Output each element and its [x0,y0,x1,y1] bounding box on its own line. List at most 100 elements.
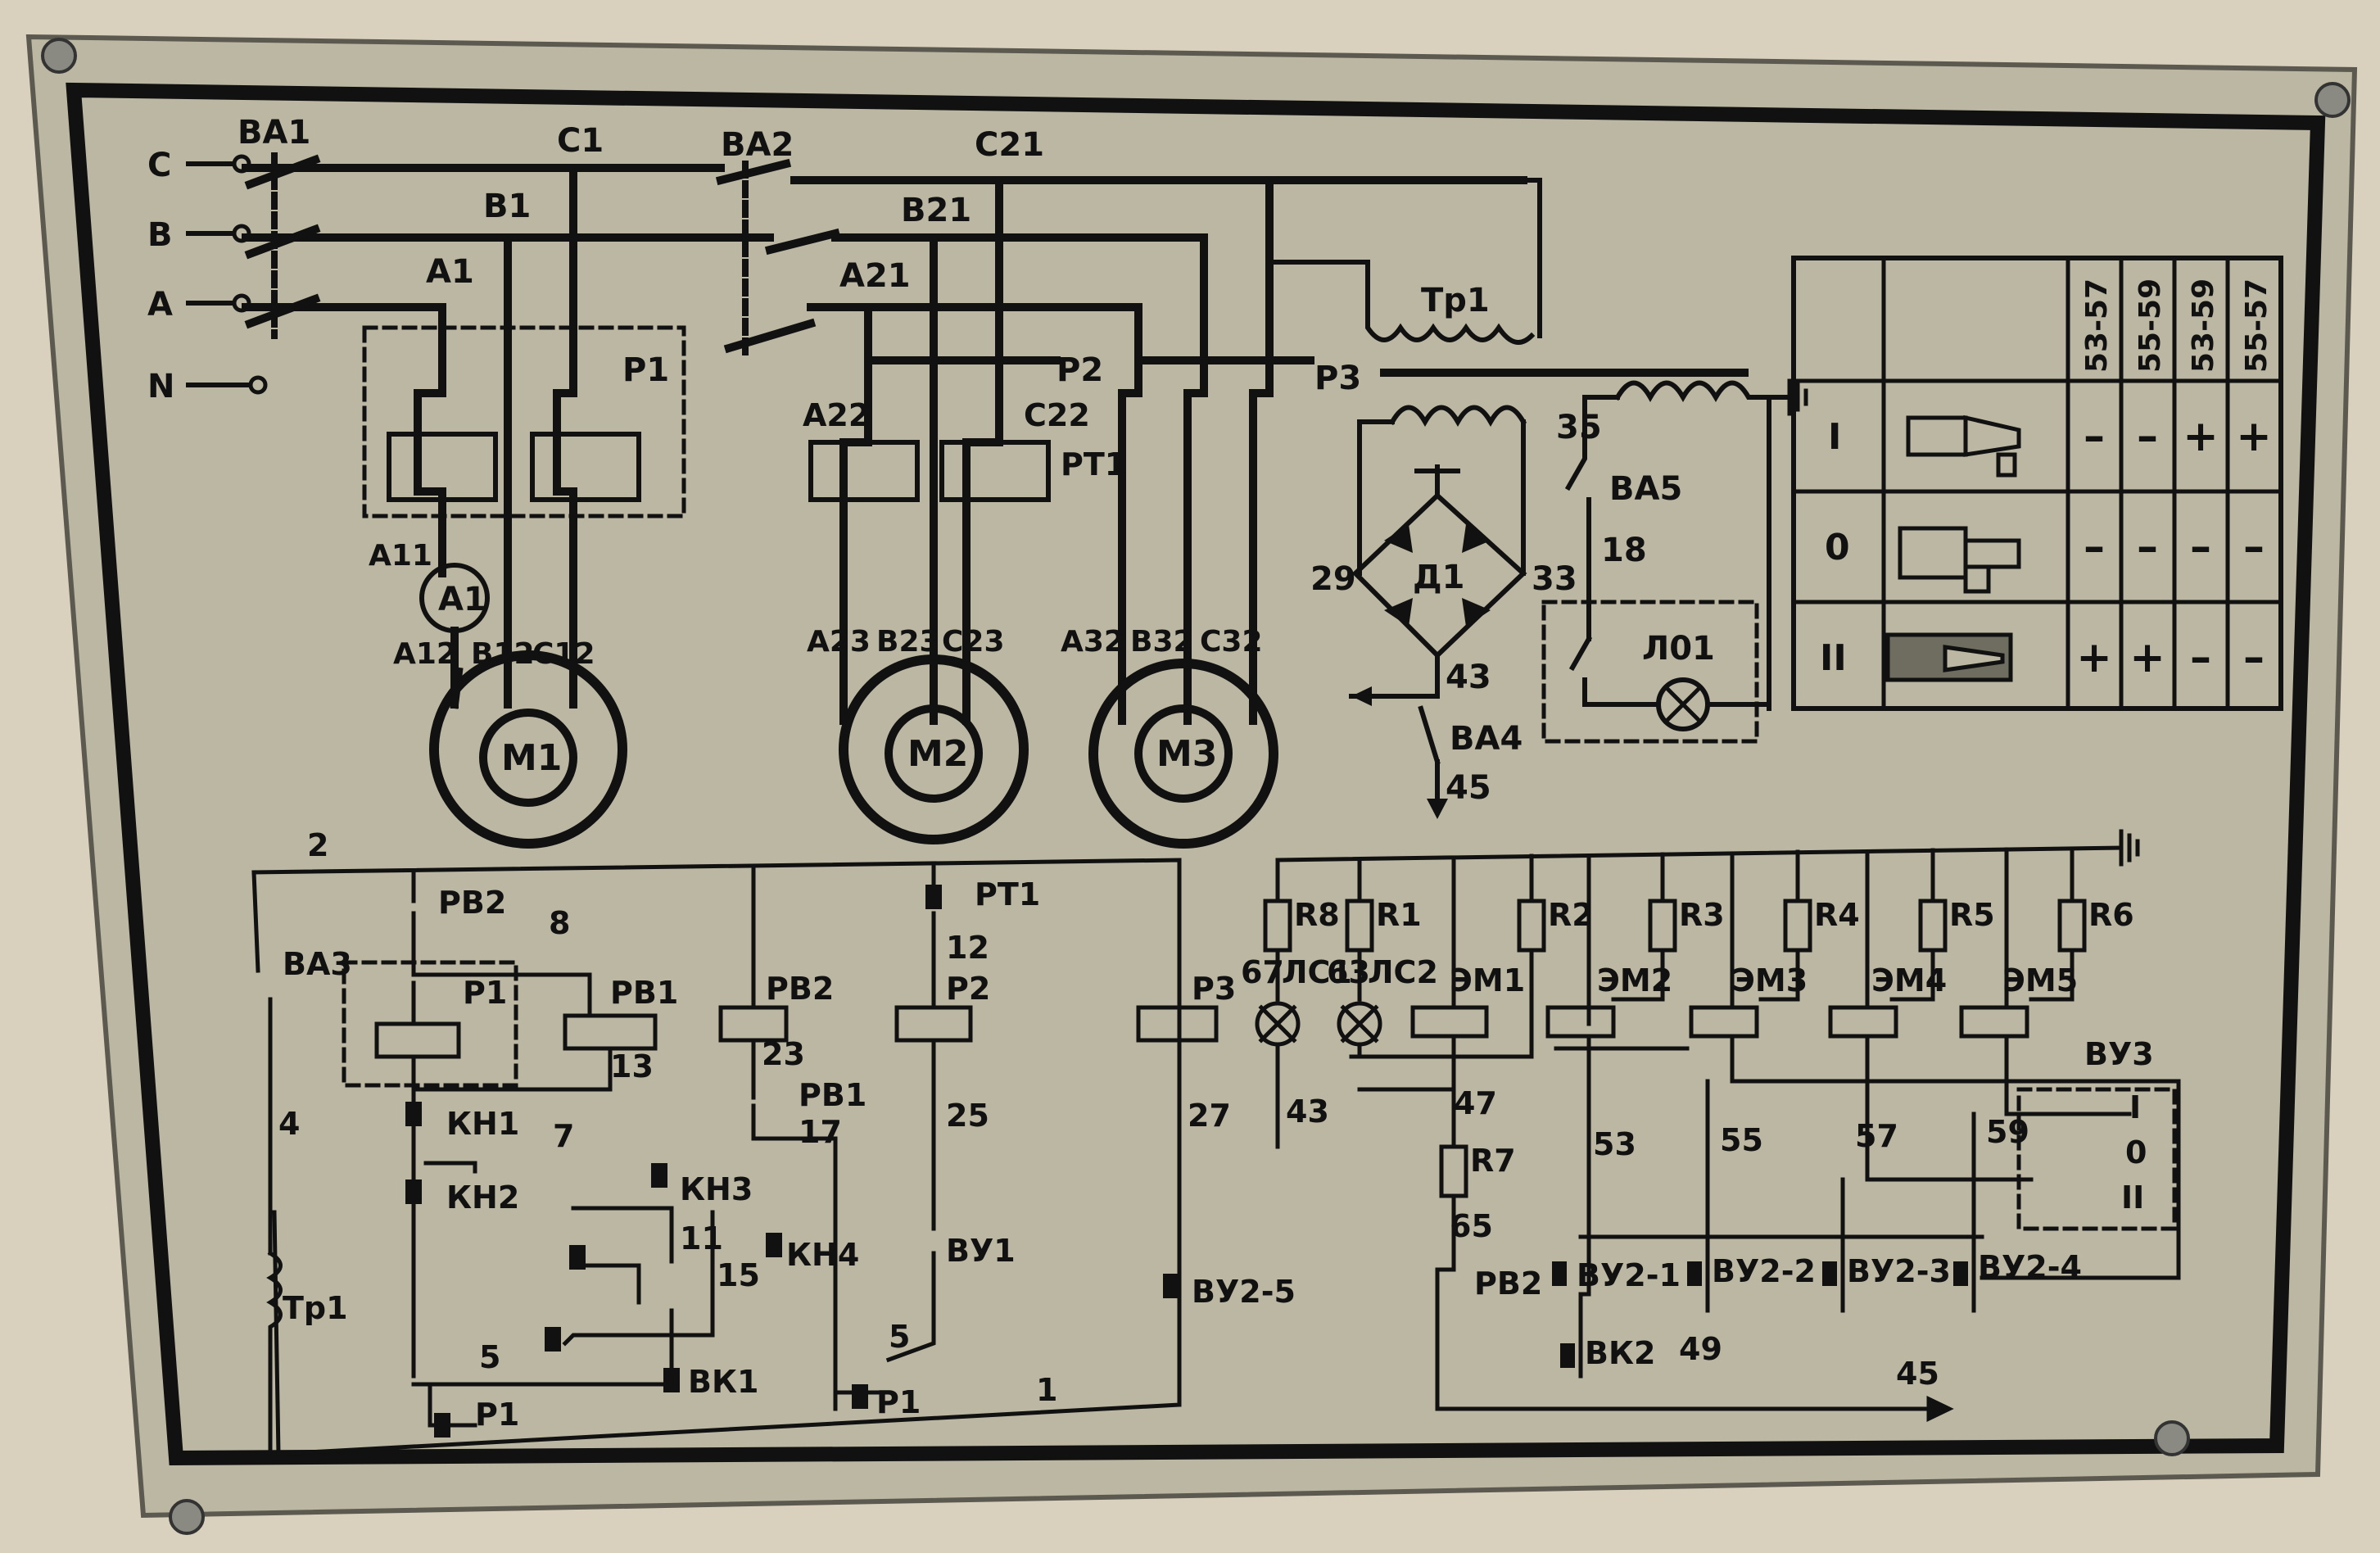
wire-label: 5 [889,1319,910,1355]
motor-m1-label: M1 [501,737,562,779]
node-45-label: 45 [1446,769,1491,807]
wire-label: 2 [307,827,328,863]
wire-label: 45 [1896,1356,1939,1392]
lamp-ls1-label: ЛС1 [1282,954,1352,990]
switch-ba5-label: ВА5 [1609,470,1682,508]
wire-label: 1 [1036,1372,1057,1408]
lead-b12-label: B12 [471,637,535,671]
wire-label: 25 [946,1098,989,1134]
resistor-r1-label: R1 [1376,897,1422,933]
modes-cell: – [2190,523,2211,572]
lead-c23-label: C23 [942,625,1005,659]
node-18-label: 18 [1601,532,1647,569]
relay-rv2-coil-label: РВ2 [766,971,834,1007]
motor-m3-label: M3 [1156,733,1217,775]
relay-p1-label: P1 [622,351,669,389]
resistor-r7-label: R7 [1470,1143,1516,1179]
lead-c12-label: C12 [532,637,595,671]
neutral-label: N [147,368,174,405]
modes-cell: + [2129,633,2165,682]
control-section [251,858,1219,1456]
selector-pos-0: 0 [2125,1134,2147,1170]
modes-cell: – [2243,633,2265,682]
node-33-label: 33 [1532,560,1577,598]
button-kn3-label: КН3 [680,1171,753,1207]
lamp-ls2-label: ЛС2 [1368,954,1438,990]
thermal-a22-label: A22 [803,397,870,433]
selector-pos-ii: II [2121,1179,2144,1216]
switch-vu2-5-label: ВУ2-5 [1192,1274,1296,1310]
relay-p1-contact-label: Р1 [475,1397,519,1433]
wire-label: 55 [1720,1122,1763,1158]
lead-b32-label: B32 [1130,625,1194,659]
wire-label: 13 [610,1048,654,1084]
motor-m2-label: M2 [907,733,968,775]
wire-label: 15 [717,1257,760,1293]
transformer-secondary-icon [266,1250,283,1452]
lead-a12-label: A12 [393,637,457,671]
wire-label: 5 [479,1339,500,1375]
selector-vu3-label: ВУ3 [2084,1036,2154,1072]
switch-vu2-3-label: ВУ2-3 [1847,1253,1951,1289]
node-43-label: 43 [1446,659,1491,696]
plate-frame [66,82,2326,1466]
switch-ba3-label: ВА3 [283,946,352,982]
node-35-label: 35 [1556,409,1602,446]
lead-c32-label: C32 [1200,625,1263,659]
button-kn2-label: КН2 [446,1179,519,1216]
modes-header-1: 53-57 [2080,278,2114,373]
lead-a23-label: A23 [807,625,871,659]
lamp-wire-67-label: 67 [1241,954,1284,990]
relay-p1-coil-label: Р1 [463,975,507,1011]
thermal-pt1-label: PT1 [1061,446,1126,482]
modes-table: 53-57 55-59 53-59 55-57 I 0 II – – + + –… [1791,256,2283,711]
screw-icon [41,38,77,74]
bus-a1-label: A1 [426,253,474,291]
lead-a11-label: A11 [369,539,432,573]
bus-b1-label: B1 [483,188,531,225]
screw-icon [169,1499,205,1535]
ground-icon [2119,829,2140,867]
resistor-r2-label: R2 [1548,897,1594,933]
lamp-l01-label: Л01 [1642,630,1715,668]
transformer-label: Тр1 [1421,282,1490,319]
lead-a32-label: A32 [1061,625,1124,659]
breaker-ba1-label: ВА1 [238,114,310,152]
wire-label: 57 [1855,1118,1898,1154]
modes-header-4: 55-57 [2240,278,2274,373]
motor-m2-icon [839,654,1029,844]
transformer-tr1-secondary-label: Тр1 [283,1290,348,1326]
relay-p3-coil-label: Р3 [1192,971,1236,1007]
selector-pos-i: I [2129,1089,2141,1125]
wire-label: 47 [1454,1085,1497,1121]
wire-label: 59 [1986,1114,2029,1150]
ground-icon [1787,378,1808,416]
modes-cell: – [2243,523,2265,572]
bridge-d1-label: Д1 [1413,559,1464,596]
solenoid-section [1255,829,2181,1422]
relay-p2-coil-label: Р2 [946,971,990,1007]
modes-cell: + [2236,412,2272,461]
limit-vk2-label: ВК2 [1585,1335,1655,1371]
modes-cell: – [2190,633,2211,682]
bus-a21-label: A21 [839,257,911,295]
tool-mode-i-icon [1906,414,2021,478]
wire-label: 7 [553,1118,574,1154]
screw-icon [2154,1420,2190,1456]
modes-row-label: II [1820,637,1847,679]
switch-vu2-4-label: ВУ2-4 [1978,1249,2082,1285]
ammeter-label: A1 [438,581,486,618]
lead-b23-label: B23 [876,625,940,659]
resistor-r5-label: R5 [1949,897,1995,933]
modes-cell: + [2183,412,2219,461]
button-kn1-label: КН1 [446,1106,519,1142]
switch-vu2-1-label: ВУ2-1 [1577,1257,1681,1293]
coil-em2-label: ЭМ2 [1597,962,1672,998]
bus-c1-label: C1 [557,122,604,160]
resistor-r3-label: R3 [1679,897,1725,933]
relay-p3-label: P3 [1314,360,1361,397]
thermal-c22-label: C22 [1024,397,1090,433]
bus-b21-label: B21 [901,192,971,229]
rv2-contact2-label: РВ2 [1474,1265,1542,1302]
rv1-contact-label: РВ1 [799,1077,866,1113]
